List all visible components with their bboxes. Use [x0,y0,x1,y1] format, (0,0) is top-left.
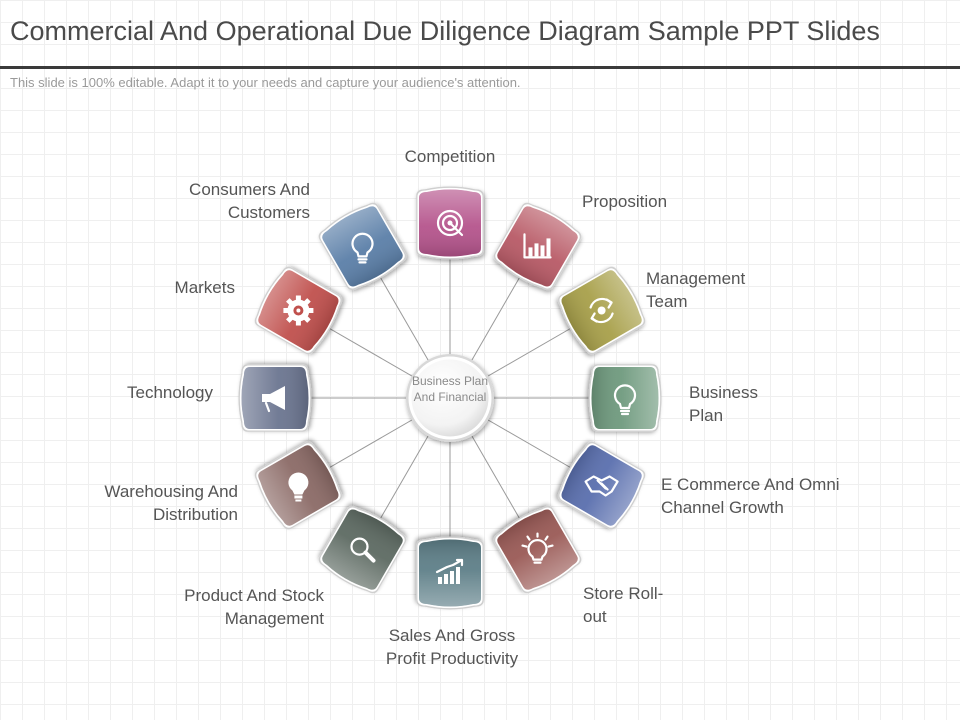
node-tiles [238,186,662,610]
node-markets [254,266,343,355]
magnifier-icon [350,537,376,563]
node-sales-gross-profit [416,536,484,610]
bulb-icon [288,472,309,502]
node-e-commerce [557,441,646,530]
node-proposition [493,202,582,291]
title-divider [0,66,960,69]
bar-chart-icon [523,233,552,259]
node-consumers [318,202,407,291]
label-consumers: Consumers And Customers [189,180,310,222]
handshake-icon [584,475,619,497]
label-competition: Competition [404,147,496,166]
lightbulb-icon [351,232,374,264]
node-store-roll-out [493,505,582,594]
growth-chart-icon [435,558,464,584]
label-sales-gross-profit: Sales And Gross Profit Productivity [385,626,519,668]
label-technology: Technology [126,383,213,402]
node-warehousing [254,441,343,530]
label-markets: Markets [174,278,235,297]
label-warehousing: Warehousing And Distribution [104,482,238,524]
gear-icon [283,295,314,326]
label-business-plan: Business Plan [689,383,758,425]
recycle-gear-icon [589,297,614,324]
center-hub [406,354,494,442]
node-technology [238,364,312,432]
node-product-stock [318,505,407,594]
label-store-roll-out: Store Roll-out [583,584,664,626]
node-management-team [557,266,646,355]
megaphone-icon [262,386,285,413]
center-hub-label: Business Plan And Financial [411,374,489,404]
node-competition [416,186,484,260]
node-business-plan [588,364,662,432]
label-product-stock: Product And Stock Management [184,586,324,628]
target-icon [436,209,464,237]
label-e-commerce: E Commerce And Omni Channel Growth [661,475,840,517]
lightbulb-icon [613,384,637,416]
idea-bulb-icon [521,532,554,564]
label-management-team: Management Team [646,269,746,311]
slide-subtitle: This slide is 100% editable. Adapt it to… [10,75,521,90]
slide-title: Commercial And Operational Due Diligence… [10,16,880,46]
label-proposition: Proposition [582,192,668,211]
